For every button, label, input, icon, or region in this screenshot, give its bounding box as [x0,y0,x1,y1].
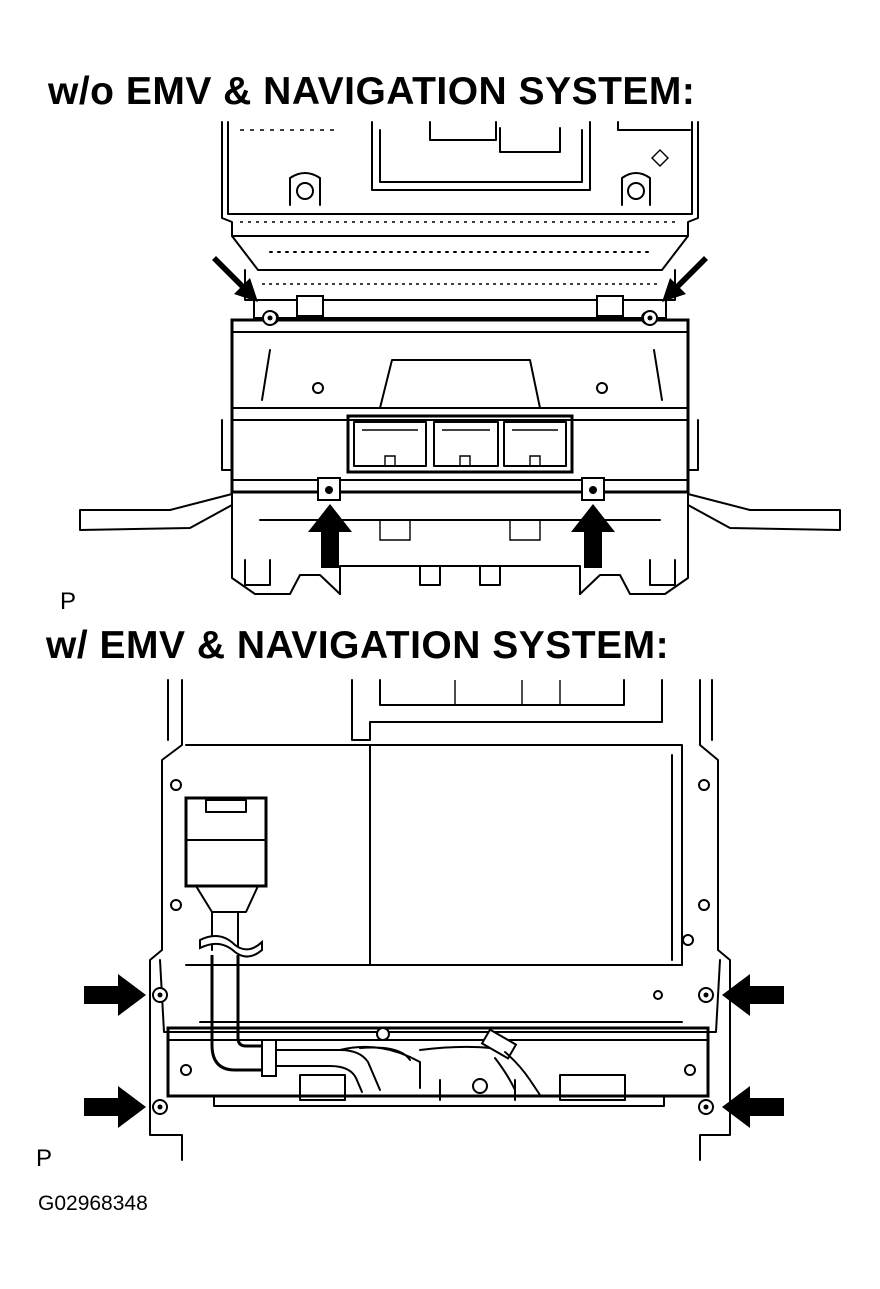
view-marker-top: P [60,588,77,615]
screws-bottom [152,987,714,1115]
arrow-icon [206,256,258,302]
control-panel [159,959,721,1107]
radio-unit-top [221,121,699,237]
top-diagram [79,121,841,595]
section-top-title: w/o EMV & NAVIGATION SYSTEM: [48,70,696,113]
arrow-icon [722,1086,784,1128]
arrow-icon [308,504,352,568]
lower-bracket [79,493,841,595]
control-housing [221,318,699,494]
section-bottom-title: w/ EMV & NAVIGATION SYSTEM: [46,624,670,667]
side-rails [149,679,731,1161]
bottom-diagram [84,679,784,1161]
wire-harness [184,796,541,1096]
figure-code: G02968348 [38,1192,148,1215]
arrow-icon [571,504,615,568]
connector-block [346,414,574,474]
nav-unit [185,679,683,1023]
screws-top [262,310,658,501]
view-marker-bottom: P [36,1145,53,1172]
arrow-icon [84,974,146,1016]
arrows-top [206,256,714,568]
arrow-icon [662,256,714,302]
arrow-icon [84,1086,146,1128]
vent-area [231,235,689,325]
arrows-bottom [84,974,784,1128]
arrow-icon [722,974,784,1016]
